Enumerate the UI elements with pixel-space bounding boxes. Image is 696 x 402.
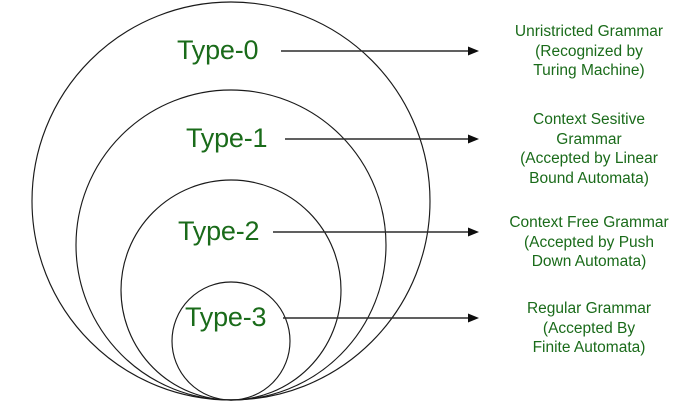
- type-2-circle: [120, 179, 342, 401]
- type-1-label: Type-1: [186, 123, 268, 153]
- arrow-head-type-3: [468, 313, 479, 323]
- nested-circles-group: [31, 1, 431, 401]
- description-type-3: Regular Grammar (Accepted By Finite Auto…: [526, 300, 652, 356]
- type-3-circle: [171, 281, 291, 401]
- description-type-1: Context Sesitive Grammar (Accepted by Li…: [520, 111, 658, 187]
- type-3-label: Type-3: [185, 302, 267, 332]
- arrow-head-type-1: [468, 134, 479, 144]
- description-type-0: Unristricted Grammar (Recognized by Turi…: [514, 23, 664, 79]
- type-2-label: Type-2: [178, 216, 260, 246]
- connector-lines-group: [273, 46, 479, 323]
- description-type-2: Context Free Grammar (Accepted by Push D…: [509, 214, 669, 270]
- type-0-label: Type-0: [177, 35, 259, 65]
- arrow-head-type-2: [468, 227, 479, 237]
- arrow-head-type-0: [468, 46, 479, 56]
